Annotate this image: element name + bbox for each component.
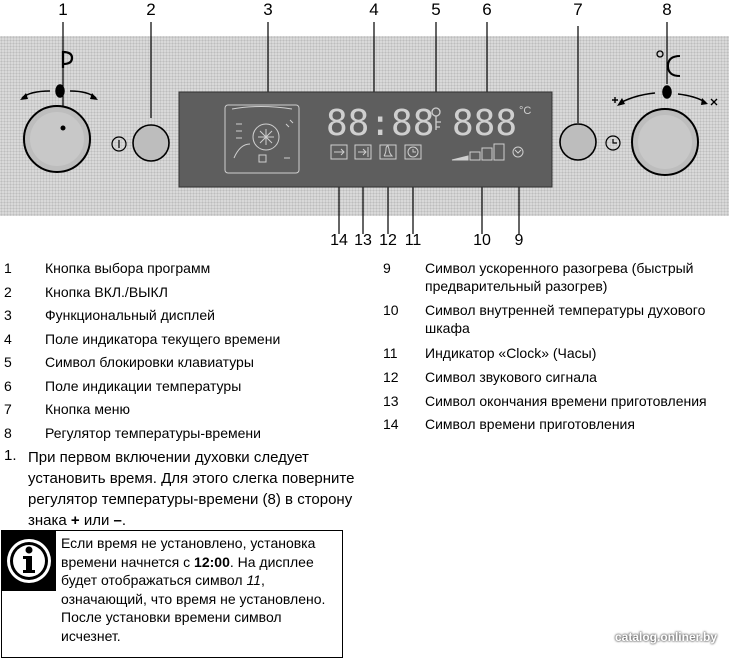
callout-12: 12 bbox=[379, 232, 397, 249]
callout-8: 8 bbox=[662, 0, 672, 19]
legend-text: Кнопка меню bbox=[45, 401, 131, 417]
note-part-c: , означающий, что время не установлено. … bbox=[61, 572, 326, 644]
oven-functions-field bbox=[224, 104, 300, 174]
legend-text: Символ времени приготовления bbox=[425, 416, 635, 432]
legend-num: 6 bbox=[4, 378, 12, 394]
rotate-arrows-left-icon bbox=[20, 50, 98, 100]
watermark: catalog.onliner.by bbox=[614, 630, 717, 644]
legend-text: Кнопка выбора программ bbox=[45, 260, 211, 276]
callout-14: 14 bbox=[330, 232, 348, 249]
legend-text: Поле индикации температуры bbox=[45, 378, 242, 394]
callout-11: 11 bbox=[404, 232, 422, 249]
callout-6: 6 bbox=[482, 0, 492, 19]
bell-icon bbox=[379, 144, 397, 160]
legend-num: 1 bbox=[4, 260, 12, 276]
callout-2: 2 bbox=[146, 0, 156, 19]
legend-num: 12 bbox=[383, 369, 399, 385]
step-number: 1. bbox=[4, 447, 17, 464]
step-text-main: При первом включении духовки следует уст… bbox=[28, 449, 355, 529]
clock-indicator-icon bbox=[404, 144, 422, 160]
legend-num: 14 bbox=[383, 416, 399, 432]
callout-5: 5 bbox=[431, 0, 441, 19]
program-selector-knob[interactable] bbox=[23, 105, 91, 173]
note-part-a: Если время не установлено, установка вре… bbox=[61, 535, 316, 570]
legend-num: 8 bbox=[4, 425, 12, 441]
legend-text: Символ окончания времени приготовления bbox=[425, 393, 707, 409]
callout-1: 1 bbox=[58, 0, 68, 19]
legend-text: Символ блокировки клавиатуры bbox=[45, 354, 254, 370]
legend-text: Символ внутренней температуры духового ш… bbox=[425, 302, 706, 336]
note-symbol: 11 bbox=[246, 572, 261, 588]
legend-text: Символ звукового сигнала bbox=[425, 369, 597, 385]
legend-text: Символ ускоренного разогрева (быстрый пр… bbox=[425, 260, 694, 294]
legend-num: 3 bbox=[4, 307, 12, 323]
on-off-button[interactable] bbox=[132, 124, 170, 162]
legend-text: Поле индикатора текущего времени bbox=[45, 331, 281, 347]
temperature-field: 888 bbox=[452, 103, 517, 144]
temperature-time-knob[interactable] bbox=[631, 108, 699, 176]
menu-button[interactable] bbox=[559, 123, 597, 161]
power-icon bbox=[111, 136, 127, 152]
note-part-b: . На дисплее будет отображаться символ bbox=[61, 553, 314, 589]
oven-temperature-bars-icon bbox=[451, 143, 505, 161]
plus-sign: + bbox=[70, 512, 80, 529]
minus-sign: – bbox=[113, 512, 122, 529]
legend-num: 13 bbox=[383, 393, 399, 409]
end-time-icon bbox=[354, 144, 372, 160]
temperature-unit: °C bbox=[519, 105, 531, 117]
callout-10: 10 bbox=[473, 232, 491, 249]
step-text-or: или bbox=[79, 512, 114, 529]
step-text: При первом включении духовки следует уст… bbox=[28, 447, 378, 531]
note-time: 12:00 bbox=[194, 553, 230, 570]
rotate-arrows-right-icon bbox=[612, 50, 718, 106]
info-icon bbox=[7, 539, 51, 583]
callout-9: 9 bbox=[514, 232, 524, 249]
legend-text: Регулятор температуры-времени bbox=[45, 425, 261, 441]
legend-num: 5 bbox=[4, 354, 12, 370]
panel-diagram: 88:88 888 °C bbox=[20, 22, 718, 234]
callout-13: 13 bbox=[354, 232, 372, 249]
legend-text: Индикатор «Clock» (Часы) bbox=[425, 345, 597, 361]
legend-num: 2 bbox=[4, 284, 12, 300]
legend-text: Кнопка ВКЛ./ВЫКЛ bbox=[45, 284, 168, 300]
step-text-end: . bbox=[121, 512, 127, 529]
note-text: Если время не установлено, установка вре… bbox=[61, 534, 341, 645]
cooking-time-icon bbox=[330, 144, 348, 160]
time-field: 88:88 bbox=[326, 103, 434, 144]
note-box bbox=[1, 530, 343, 658]
legend-num: 11 bbox=[383, 345, 398, 361]
legend-num: 9 bbox=[383, 260, 391, 276]
clock-icon bbox=[605, 135, 621, 151]
lock-icon bbox=[431, 107, 441, 130]
callout-7: 7 bbox=[573, 0, 583, 19]
legend-text: Функциональный дисплей bbox=[45, 307, 215, 323]
legend-num: 4 bbox=[4, 331, 12, 347]
callout-3: 3 bbox=[263, 0, 273, 19]
legend-num: 10 bbox=[383, 302, 399, 318]
fast-heatup-icon bbox=[512, 146, 524, 158]
info-badge bbox=[2, 531, 56, 591]
legend-num: 7 bbox=[4, 401, 12, 417]
callout-4: 4 bbox=[369, 0, 379, 19]
